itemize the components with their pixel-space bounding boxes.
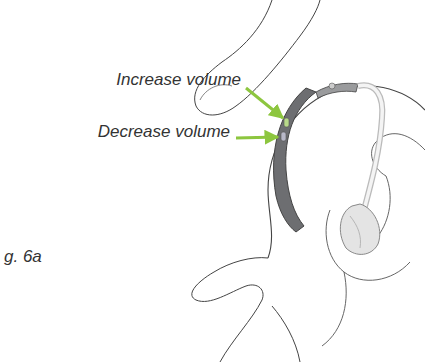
- tube-inner: [358, 85, 382, 210]
- hearing-aid-body: [274, 88, 316, 232]
- increase-label: Increase volume: [116, 70, 241, 90]
- arrow-increase: [246, 88, 283, 118]
- hearing-aid-top: [316, 83, 358, 98]
- tube: [358, 85, 382, 210]
- volume-down-button: [281, 132, 286, 141]
- decrease-label: Decrease volume: [98, 122, 230, 142]
- ear-antihelix: [378, 176, 390, 236]
- hand-edge: [272, 306, 300, 362]
- hand: [192, 258, 268, 362]
- hearing-aid-switch: [329, 83, 335, 89]
- ear-lobe: [322, 272, 346, 346]
- ear-outline: [268, 86, 425, 258]
- arrow-decrease: [236, 137, 278, 138]
- ear-dome: [340, 204, 379, 254]
- figure-label: g. 6a: [4, 247, 42, 267]
- volume-up-button: [284, 118, 289, 127]
- dome-fold: [350, 216, 361, 248]
